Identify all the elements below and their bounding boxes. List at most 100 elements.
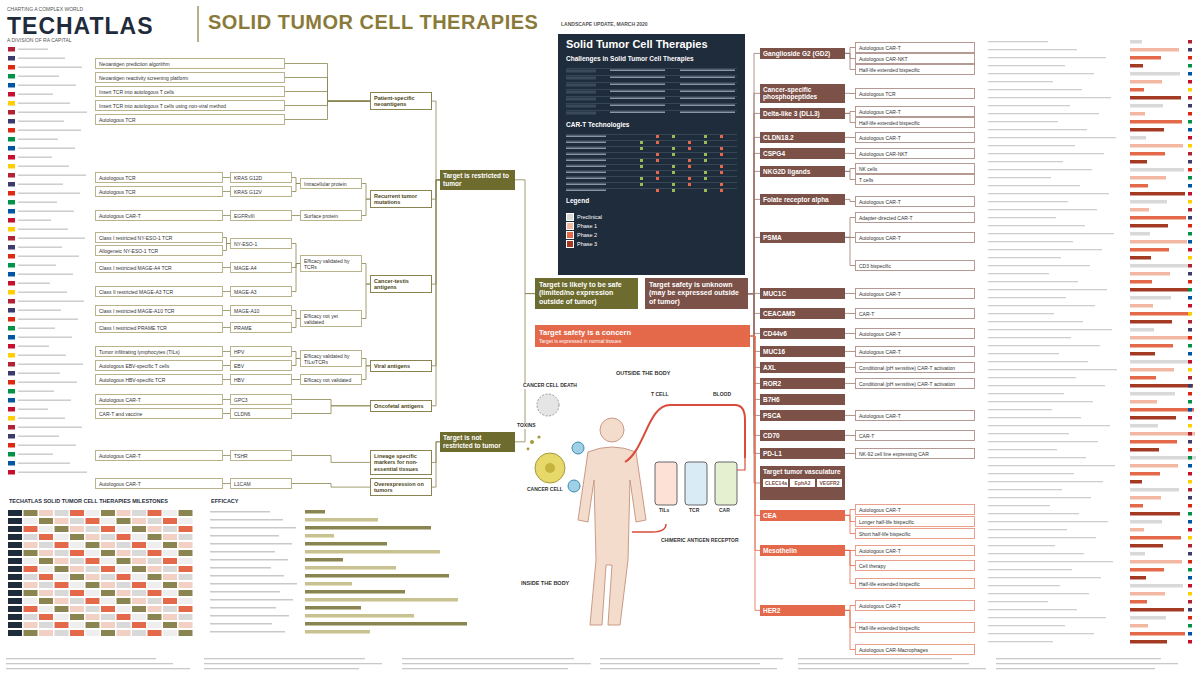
company-line xyxy=(18,328,55,329)
flag xyxy=(8,200,15,205)
connector xyxy=(292,379,300,380)
efficacy-bar xyxy=(305,598,458,602)
flag xyxy=(1188,352,1192,356)
flag xyxy=(8,317,15,322)
connector xyxy=(292,184,300,192)
node-text: CEACAM5 xyxy=(763,310,842,318)
table-dot xyxy=(640,177,643,180)
company-line xyxy=(18,436,59,437)
therapy-box: T cells xyxy=(855,174,975,185)
return-line xyxy=(632,524,666,532)
therapy-box: Conditional (pH sensitive) CAR-T activat… xyxy=(855,378,975,389)
therapy-box: Autologous CAR-T xyxy=(855,106,975,117)
phase-bar xyxy=(1130,216,1186,220)
connector xyxy=(223,310,230,311)
flag xyxy=(1188,472,1192,476)
node-text: Class I restricted PRAME TCR xyxy=(99,325,219,331)
table-dot xyxy=(720,153,723,156)
connector xyxy=(223,413,230,414)
milestone-cell xyxy=(117,526,131,532)
phase-bar xyxy=(1130,72,1180,76)
trial-line xyxy=(210,551,275,553)
table-cell xyxy=(566,184,606,186)
flag xyxy=(1188,456,1192,460)
node-text: Class I restricted MAGE-A4 TCR xyxy=(99,265,219,271)
legend-row: Phase 1 xyxy=(566,221,602,230)
flag xyxy=(8,164,15,169)
node-text: Target is restricted to tumor xyxy=(443,172,512,188)
company-line xyxy=(18,274,73,275)
milestone-cell xyxy=(179,598,193,604)
company-line xyxy=(18,112,87,113)
therapy-box: Half-life extended bispecific xyxy=(855,117,975,128)
milestone-cell xyxy=(24,510,38,516)
flag xyxy=(8,65,15,70)
node-text: Autologous CAR-T xyxy=(859,349,971,355)
connector xyxy=(845,435,855,436)
milestone-cell xyxy=(101,558,115,564)
milestone-cell xyxy=(55,606,69,612)
phase-bar xyxy=(1130,592,1165,596)
phase-bar xyxy=(1130,624,1148,628)
node-text: Intracellular protein xyxy=(304,181,358,187)
milestone-cell xyxy=(148,622,162,628)
footnote-line xyxy=(402,668,568,669)
node-text: Oncofetal antigens xyxy=(374,403,428,410)
footnote-line xyxy=(600,658,783,659)
connector xyxy=(292,352,300,359)
connector xyxy=(223,215,230,216)
table-dot xyxy=(640,159,643,162)
company-line xyxy=(18,319,78,320)
connector xyxy=(845,606,855,611)
company-line xyxy=(988,137,1116,138)
flag xyxy=(1188,104,1192,108)
node-text: CAR-T Technologies xyxy=(566,121,737,129)
connector xyxy=(292,178,300,184)
footnote-line xyxy=(996,663,1178,664)
connector xyxy=(845,169,855,172)
flag xyxy=(8,452,15,457)
illustration-label: CANCER CELL DEATH xyxy=(522,383,578,389)
company-line xyxy=(988,65,1065,66)
milestone-cell xyxy=(132,534,146,540)
flag xyxy=(1188,152,1192,156)
node-text: Patient-specific neoantigens xyxy=(374,95,428,108)
node-text: EGFRvIII xyxy=(234,213,288,219)
phase-bar xyxy=(1130,232,1150,236)
flag xyxy=(8,443,15,448)
connector xyxy=(285,64,370,102)
illustration-label: T CELL xyxy=(650,392,670,398)
leaf-box: NY-ESO-1 xyxy=(230,238,292,249)
node-text: Autologous EBV-specific T cells xyxy=(99,363,219,369)
body xyxy=(578,447,646,625)
phase-bar xyxy=(1130,192,1185,196)
milestone-cell xyxy=(39,526,53,532)
node-text: Lineage specific markers for non-essenti… xyxy=(374,453,428,473)
company-line xyxy=(18,211,74,212)
node-text: Autologous CAR-T xyxy=(859,291,971,297)
milestone-cell xyxy=(132,542,146,548)
phase-bar xyxy=(1130,448,1159,452)
leaf-box: EGFRvIII xyxy=(230,210,292,221)
flag xyxy=(8,137,15,142)
phase-bar xyxy=(1130,632,1185,636)
trial-line xyxy=(210,527,296,529)
table-dot xyxy=(720,147,723,150)
efficacy-bar xyxy=(305,534,334,538)
flag xyxy=(8,389,15,394)
phase-bar xyxy=(1130,560,1182,564)
flag xyxy=(1188,136,1192,140)
flag xyxy=(8,146,15,151)
table-dot xyxy=(656,189,659,192)
company-line xyxy=(988,609,1077,610)
table-rule xyxy=(566,134,737,136)
target-box: Cancer-specific phosphopeptides xyxy=(760,84,845,103)
flag xyxy=(1188,616,1192,620)
company-line xyxy=(988,377,1076,378)
flag xyxy=(1188,328,1192,332)
node-text: Conditional (pH sensitive) CAR-T activat… xyxy=(859,381,971,387)
flag xyxy=(1188,168,1192,172)
milestone-cell xyxy=(70,574,84,580)
node-text: Autologous CAR-T xyxy=(859,45,971,51)
milestone-cell xyxy=(39,558,53,564)
